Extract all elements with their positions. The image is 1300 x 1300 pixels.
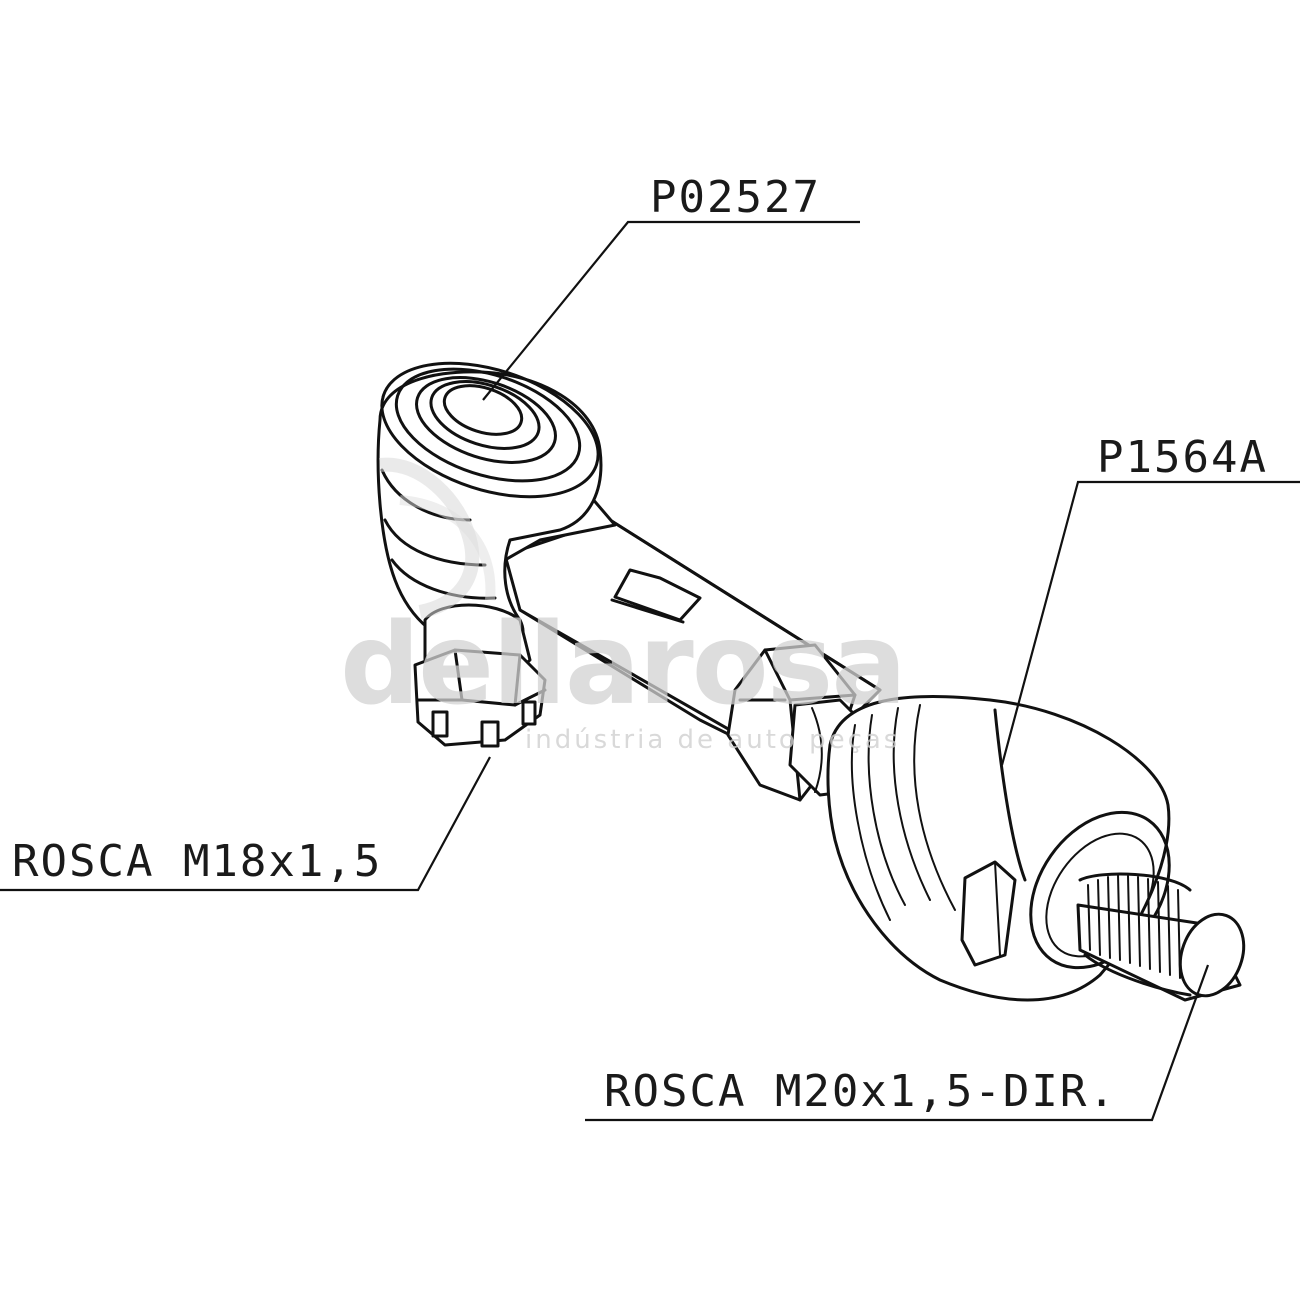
leader-lines: [0, 220, 1300, 1122]
callout-right-part-number: P1564A: [1097, 432, 1268, 483]
leader-right-thread: [585, 964, 1210, 1122]
leader-right-part: [1000, 480, 1300, 766]
leader-top-part: [482, 220, 860, 401]
watermark-swoosh-2: [399, 495, 496, 601]
callout-top-part-number: P02527: [650, 172, 821, 223]
watermark-tagline: indústria de auto peças: [525, 725, 900, 755]
watermark-brand: dellarosa: [340, 600, 905, 730]
callout-right-thread-spec: ROSCA M20x1,5-DIR.: [604, 1066, 1117, 1117]
callout-left-thread-spec: ROSCA M18x1,5: [12, 836, 382, 887]
watermark: dellarosa indústria de auto peças: [340, 457, 907, 755]
threaded-stud-m20: [1076, 872, 1246, 1002]
tie-rod-end: [376, 361, 617, 677]
castle-nut: [413, 648, 547, 748]
watermark-swoosh: [379, 457, 480, 619]
leader-left-thread: [0, 756, 491, 892]
